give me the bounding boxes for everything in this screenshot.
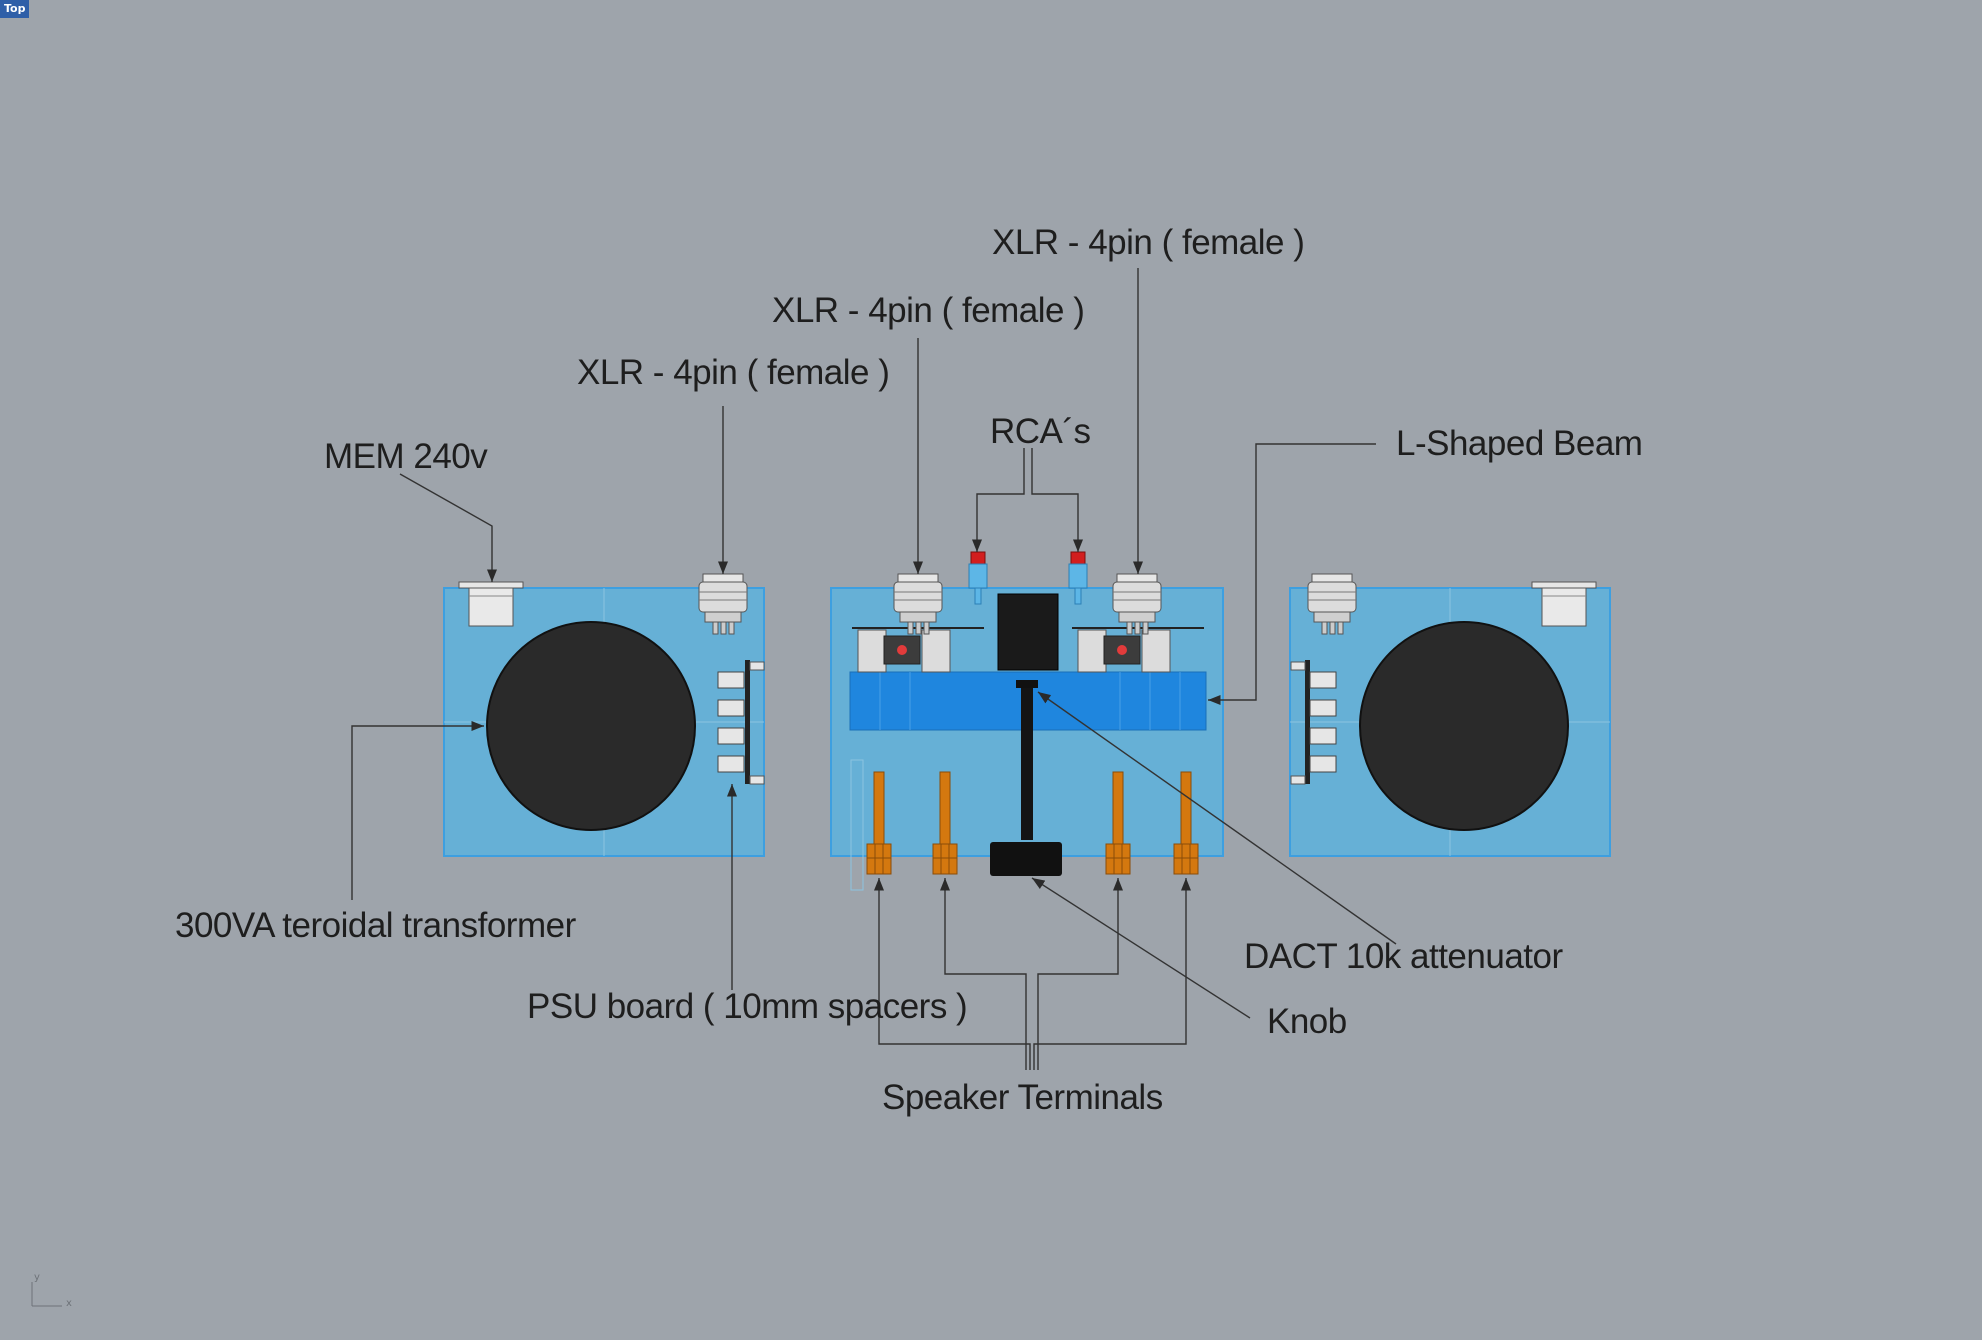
- label-rcas: RCA´s: [990, 412, 1091, 451]
- label-l-shaped-beam: L-Shaped Beam: [1396, 424, 1643, 463]
- left-panel[interactable]: [443, 573, 765, 857]
- dact-attenuator-body: [997, 593, 1059, 671]
- label-xlr-mid: XLR - 4pin ( female ): [772, 291, 1085, 330]
- rca-right: [1068, 551, 1088, 605]
- knob: [990, 842, 1062, 876]
- iec-inlet-right: [1531, 581, 1597, 627]
- label-xlr-left: XLR - 4pin ( female ): [577, 353, 890, 392]
- axis-indicator: y x: [31, 1272, 72, 1309]
- center-panel[interactable]: [830, 551, 1224, 891]
- label-knob: Knob: [1267, 1002, 1347, 1041]
- axis-y-label: y: [34, 1272, 40, 1283]
- rca-left: [968, 551, 988, 605]
- right-panel[interactable]: [1289, 573, 1611, 857]
- leader-lines: [351, 268, 1397, 1070]
- label-transformer: 300VA teroidal transformer: [175, 906, 576, 945]
- axis-x-label: x: [66, 1298, 72, 1309]
- label-speaker-terminals: Speaker Terminals: [882, 1078, 1163, 1117]
- iec-inlet-left: [458, 581, 524, 627]
- label-psu: PSU board ( 10mm spacers ): [527, 987, 968, 1026]
- label-xlr-right: XLR - 4pin ( female ): [992, 223, 1305, 262]
- toroidal-transformer-left: [486, 621, 696, 831]
- toroidal-transformer-right: [1359, 621, 1569, 831]
- viewport-label[interactable]: Top: [0, 0, 30, 18]
- attenuator-shaft: [1021, 688, 1033, 840]
- label-dact: DACT 10k attenuator: [1244, 937, 1563, 976]
- label-mem: MEM 240v: [324, 437, 488, 476]
